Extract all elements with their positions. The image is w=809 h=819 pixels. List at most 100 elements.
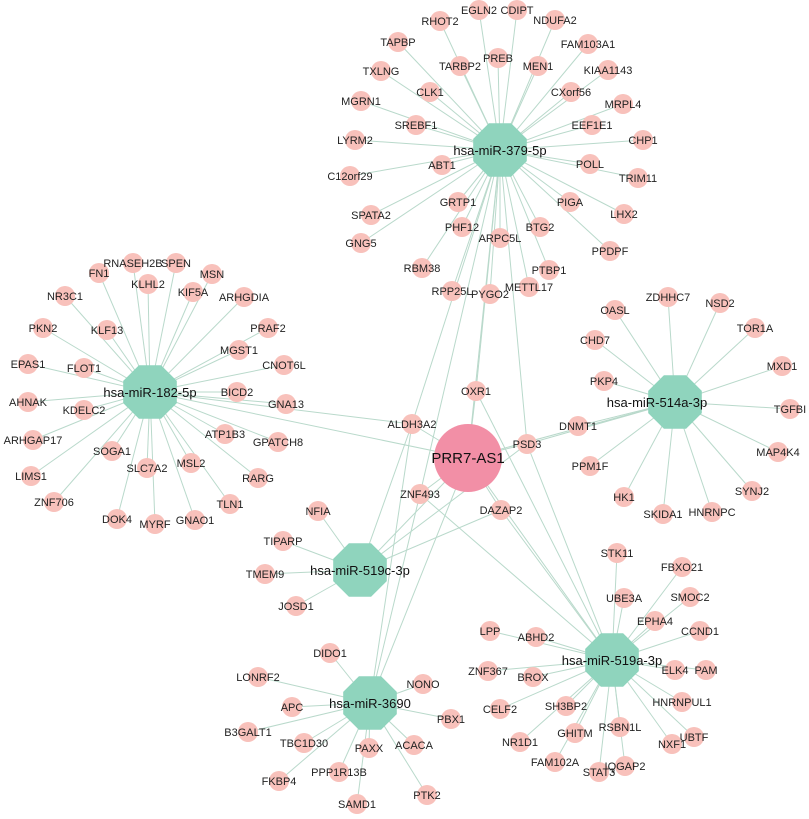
gene-node-pkn2[interactable]	[33, 318, 53, 338]
gene-node-zdhhc7[interactable]	[658, 287, 678, 307]
gene-node-flot1[interactable]	[74, 358, 94, 378]
gene-node-lhx2[interactable]	[614, 204, 634, 224]
gene-node-dazap2[interactable]	[491, 500, 511, 520]
gene-node-tln1[interactable]	[220, 494, 240, 514]
gene-node-ghitm[interactable]	[565, 723, 585, 743]
gene-node-dido1[interactable]	[320, 643, 340, 663]
gene-node-spen[interactable]	[166, 253, 186, 273]
gene-node-tapbp[interactable]	[388, 32, 408, 52]
gene-node-lims1[interactable]	[21, 466, 41, 486]
gene-node-fam102a[interactable]	[545, 752, 565, 772]
gene-node-gng5[interactable]	[351, 233, 371, 253]
gene-node-aldh3a2[interactable]	[402, 414, 422, 434]
gene-node-epha4[interactable]	[645, 611, 665, 631]
gene-node-iqgap2[interactable]	[615, 756, 635, 776]
mirna-node-hsa-mir-379-5p[interactable]	[473, 123, 527, 177]
gene-node-hnrnpul1[interactable]	[672, 692, 692, 712]
gene-node-josd1[interactable]	[286, 596, 306, 616]
gene-node-spata2[interactable]	[361, 205, 381, 225]
gene-node-samd1[interactable]	[347, 794, 367, 814]
gene-node-dok4[interactable]	[107, 509, 127, 529]
gene-node-oasl[interactable]	[605, 300, 625, 320]
gene-node-abhd2[interactable]	[526, 627, 546, 647]
gene-node-nono[interactable]	[413, 674, 433, 694]
gene-node-grtp1[interactable]	[448, 192, 468, 212]
gene-node-tiparp[interactable]	[273, 531, 293, 551]
gene-node-mettl17[interactable]	[519, 277, 539, 297]
gene-node-fbxo21[interactable]	[672, 557, 692, 577]
mirna-node-hsa-mir-519a-3p[interactable]	[585, 633, 639, 687]
gene-node-men1[interactable]	[528, 56, 548, 76]
gene-node-stk11[interactable]	[607, 543, 627, 563]
gene-node-ube3a[interactable]	[614, 588, 634, 608]
gene-node-ptk2[interactable]	[417, 785, 437, 805]
gene-node-brox[interactable]	[523, 667, 543, 687]
gene-node-abt1[interactable]	[432, 155, 452, 175]
gene-node-bicd2[interactable]	[227, 382, 247, 402]
gene-node-atp1b3[interactable]	[215, 424, 235, 444]
gene-node-mgrn1[interactable]	[351, 91, 371, 111]
gene-node-piga[interactable]	[560, 192, 580, 212]
gene-node-apc[interactable]	[282, 697, 302, 717]
gene-node-cxorf56[interactable]	[561, 82, 581, 102]
gene-node-fkbp4[interactable]	[269, 771, 289, 791]
gene-node-pam[interactable]	[696, 660, 716, 680]
gene-node-poll[interactable]	[580, 154, 600, 174]
gene-node-rnaseh2b[interactable]	[123, 253, 143, 273]
gene-node-psd3[interactable]	[517, 434, 537, 454]
gene-node-rhot2[interactable]	[430, 11, 450, 31]
gene-node-kiaa1143[interactable]	[598, 60, 618, 80]
gene-node-fn1[interactable]	[89, 263, 109, 283]
gene-node-stat3[interactable]	[589, 762, 609, 782]
gene-node-klf13[interactable]	[97, 320, 117, 340]
gene-node-celf2[interactable]	[490, 699, 510, 719]
gene-node-hnrnpc[interactable]	[702, 502, 722, 522]
gene-node-lyrm2[interactable]	[345, 130, 365, 150]
gene-node-mrpl4[interactable]	[613, 94, 633, 114]
mirna-node-hsa-mir-514a-3p[interactable]	[648, 375, 702, 429]
gene-node-gpatch8[interactable]	[268, 432, 288, 452]
gene-node-nxf1[interactable]	[662, 734, 682, 754]
gene-node-kdelc2[interactable]	[74, 400, 94, 420]
gene-node-clk1[interactable]	[420, 82, 440, 102]
gene-node-tarbp2[interactable]	[450, 56, 470, 76]
gene-node-nr3c1[interactable]	[55, 286, 75, 306]
gene-node-nsd2[interactable]	[710, 293, 730, 313]
gene-node-znf367[interactable]	[478, 661, 498, 681]
gene-node-b3galt1[interactable]	[238, 722, 258, 742]
gene-node-rpp25l[interactable]	[442, 281, 462, 301]
gene-node-ubtf[interactable]	[684, 727, 704, 747]
gene-node-soga1[interactable]	[102, 441, 122, 461]
gene-node-myrf[interactable]	[145, 514, 165, 534]
gene-node-map4k4[interactable]	[768, 442, 788, 462]
gene-node-skida1[interactable]	[653, 504, 673, 524]
gene-node-lpp[interactable]	[480, 621, 500, 641]
gene-node-rarg[interactable]	[248, 468, 268, 488]
gene-node-rsbn1l[interactable]	[610, 717, 630, 737]
gene-node-cdipt[interactable]	[507, 0, 527, 20]
gene-node-mgst1[interactable]	[229, 340, 249, 360]
gene-node-gna13[interactable]	[276, 394, 296, 414]
gene-node-praf2[interactable]	[258, 318, 278, 338]
gene-node-elk4[interactable]	[665, 660, 685, 680]
gene-node-ppp1r13b[interactable]	[329, 762, 349, 782]
gene-node-pygo2[interactable]	[480, 284, 500, 304]
gene-node-msl2[interactable]	[181, 453, 201, 473]
gene-node-ppm1f[interactable]	[580, 456, 600, 476]
gene-node-btg2[interactable]	[530, 217, 550, 237]
gene-node-tmem9[interactable]	[255, 564, 275, 584]
gene-node-ptbp1[interactable]	[539, 260, 559, 280]
gene-node-znf493[interactable]	[410, 484, 430, 504]
gene-node-chd7[interactable]	[585, 330, 605, 350]
gene-node-dnmt1[interactable]	[568, 416, 588, 436]
gene-node-eef1e1[interactable]	[582, 115, 602, 135]
gene-node-synj2[interactable]	[742, 481, 762, 501]
gene-node-tgfbi[interactable]	[780, 399, 800, 419]
gene-node-pkp4[interactable]	[594, 371, 614, 391]
gene-node-kif5a[interactable]	[183, 282, 203, 302]
gene-node-klhl2[interactable]	[138, 274, 158, 294]
gene-node-msn[interactable]	[202, 264, 222, 284]
gene-node-pbx1[interactable]	[441, 709, 461, 729]
gene-node-oxr1[interactable]	[466, 381, 486, 401]
gene-node-mxd1[interactable]	[772, 356, 792, 376]
